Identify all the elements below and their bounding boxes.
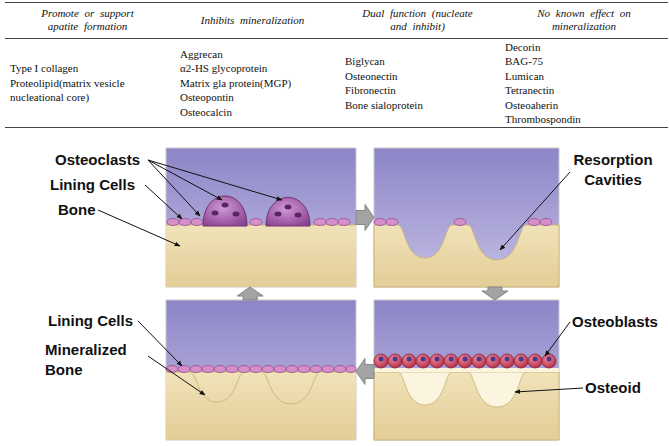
table-cell: BAG-75	[505, 54, 543, 69]
table-cell: Lumican	[505, 69, 544, 84]
table-header-cell: Promote or support apatite formation	[5, 2, 170, 38]
column-heading: Inhibits mineralization	[201, 14, 305, 27]
table-cell: Osteoaherin	[505, 98, 558, 113]
leader-lines	[98, 160, 583, 395]
panel-label: Osteoclasts	[55, 150, 165, 170]
panel-mineralized	[166, 300, 356, 440]
cycle-arrow	[356, 205, 374, 231]
cycle-arrow	[237, 287, 263, 300]
table-cell: Proteolipid(matrix vesicle nucleational …	[10, 76, 150, 105]
protein-table: Promote or support apatite formation Inhi…	[0, 0, 669, 130]
panel-label: Lining Cells	[50, 175, 160, 195]
table-cell: α2-HS glycoprotein	[180, 61, 267, 76]
remodeling-panel: OsteoblastsOsteoid	[374, 300, 669, 440]
table-cell: Thrombospondin	[505, 112, 581, 127]
cycle-arrow	[482, 287, 508, 300]
column-heading: Promote or support apatite formation	[33, 7, 143, 33]
panel-label: Osteoblasts	[572, 312, 669, 332]
cycle-arrow	[356, 358, 374, 384]
table-header-cell: Inhibits mineralization	[170, 2, 335, 38]
panel-label: Resorption Cavities	[563, 150, 663, 190]
panel-formation	[374, 300, 559, 440]
table-cell: Type I collagen	[10, 61, 78, 76]
table-cell: Fibronectin	[345, 83, 396, 98]
panel-osteoclasts	[166, 148, 356, 287]
table-cell: Tetranectin	[505, 83, 554, 98]
table-cell: Matrix gla protein(MGP)	[180, 76, 291, 91]
table-cell: Bone sialoprotein	[345, 98, 423, 113]
panel-label: Bone	[58, 200, 128, 220]
remodeling-panel: OsteoclastsLining CellsBone	[40, 148, 356, 287]
table-cell: Decorin	[505, 40, 540, 55]
table-header-cell: Dual function (nucleate and inhibit)	[335, 2, 500, 38]
table-body-cell: Aggrecanα2-HS glycoproteinMatrix gla pro…	[170, 39, 335, 127]
table-body-cell: DecorinBAG-75LumicanTetranectinOsteoaher…	[500, 39, 668, 127]
table-cell: Osteonectin	[345, 69, 398, 84]
panel-resorption	[374, 148, 559, 287]
table-body-cell: Type I collagenProteolipid(matrix vesicl…	[5, 39, 170, 127]
table-cell: Biglycan	[345, 54, 385, 69]
column-heading: No known effect on mineralization	[529, 7, 639, 33]
panel-label: Osteoid	[585, 378, 665, 398]
remodeling-panel: Resorption Cavities	[374, 148, 669, 287]
table-body-cell: BiglycanOsteonectinFibronectinBone sialo…	[335, 39, 500, 127]
column-heading: Dual function (nucleate and inhibit)	[360, 7, 475, 33]
table-cell: Osteocalcin	[180, 105, 232, 120]
table-header-cell: No known effect on mineralization	[500, 2, 668, 38]
panel-label: Mineralized Bone	[45, 340, 150, 380]
table-rules	[5, 3, 668, 128]
panel-label: Lining Cells	[48, 311, 158, 331]
remodeling-panel: Lining CellsMineralized Bone	[40, 300, 356, 440]
table-cell: Aggrecan	[180, 47, 223, 62]
table-cell: Osteopontin	[180, 90, 234, 105]
